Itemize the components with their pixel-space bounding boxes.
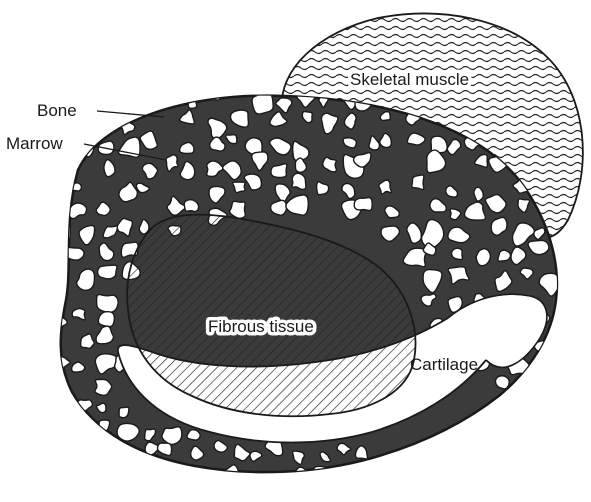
bone-trabecula: [354, 198, 372, 211]
bone-trabecula: [491, 439, 512, 460]
bone-trabecula: [50, 377, 65, 390]
skeletal-muscle-label: Skeletal muscle: [350, 70, 469, 89]
bone-trabecula: [76, 113, 91, 127]
bone-trabecula: [96, 93, 112, 105]
bone-trabecula: [474, 187, 483, 201]
bone-trabecula: [97, 294, 119, 312]
fibrous-tissue-label: Fibrous tissue: [208, 317, 314, 336]
bone-trabecula: [535, 418, 549, 435]
bone-trabecula: [495, 376, 509, 389]
bone-trabecula: [248, 473, 259, 484]
bone-trabecula: [79, 139, 94, 157]
bone-trabecula: [469, 461, 484, 476]
bone-trabecula: [511, 443, 527, 459]
bone-trabecula: [476, 249, 490, 266]
bone-trabecula: [471, 445, 482, 455]
bone-trabecula: [51, 196, 67, 212]
bone-trabecula: [521, 381, 536, 394]
bone-trabecula: [402, 449, 416, 463]
bone-trabecula: [536, 397, 554, 413]
bone-trabecula: [475, 419, 488, 436]
bone-trabecula: [426, 456, 448, 478]
bone-trabecula: [187, 430, 200, 440]
bone-trabecula: [337, 466, 352, 482]
bone-trabecula: [96, 446, 107, 455]
bone-trabecula: [95, 466, 119, 484]
bone-trabecula: [45, 405, 61, 422]
bone-trabecula: [498, 250, 511, 261]
bone-trabecula: [64, 439, 86, 460]
cartilage-label: Cartilage: [410, 355, 478, 374]
bone-trabecula: [142, 87, 164, 105]
bone-trabecula: [534, 470, 554, 488]
bone-trabecula: [112, 92, 130, 109]
bone-trabecula: [375, 461, 394, 478]
bone-trabecula: [540, 447, 553, 459]
bone-trabecula: [276, 473, 292, 485]
bone-trabecula: [452, 248, 463, 259]
bone-trabecula: [98, 312, 114, 327]
bone-trabecula: [98, 265, 117, 279]
bone-trabecula: [271, 164, 287, 178]
bone-trabecula: [412, 175, 424, 190]
bone-trabecula: [233, 182, 245, 193]
bone-trabecula: [539, 355, 554, 367]
bone-trabecula: [72, 423, 83, 435]
marrow-label: Marrow: [6, 134, 63, 153]
bone-trabecula: [495, 475, 507, 486]
bone-trabecula: [203, 470, 217, 483]
bone-trabecula: [252, 90, 273, 114]
bone-trabecula: [81, 466, 96, 477]
bone-trabecula: [51, 160, 64, 173]
bone-trabecula: [496, 427, 512, 444]
bone-trabecula: [410, 473, 426, 488]
bone-trabecula: [539, 370, 551, 389]
bone-trabecula: [54, 450, 75, 471]
bone-trabecula: [184, 200, 198, 212]
bone-label: Bone: [37, 101, 77, 120]
bone-trabecula: [522, 404, 532, 414]
bone-trabecula: [452, 467, 467, 483]
bone-trabecula: [512, 464, 536, 484]
bone-trabecula: [292, 173, 306, 189]
bone-trabecula: [119, 407, 129, 418]
bone-trabecula: [123, 465, 138, 476]
bone-trabecula: [271, 200, 287, 215]
bone-trabecula: [140, 465, 158, 483]
